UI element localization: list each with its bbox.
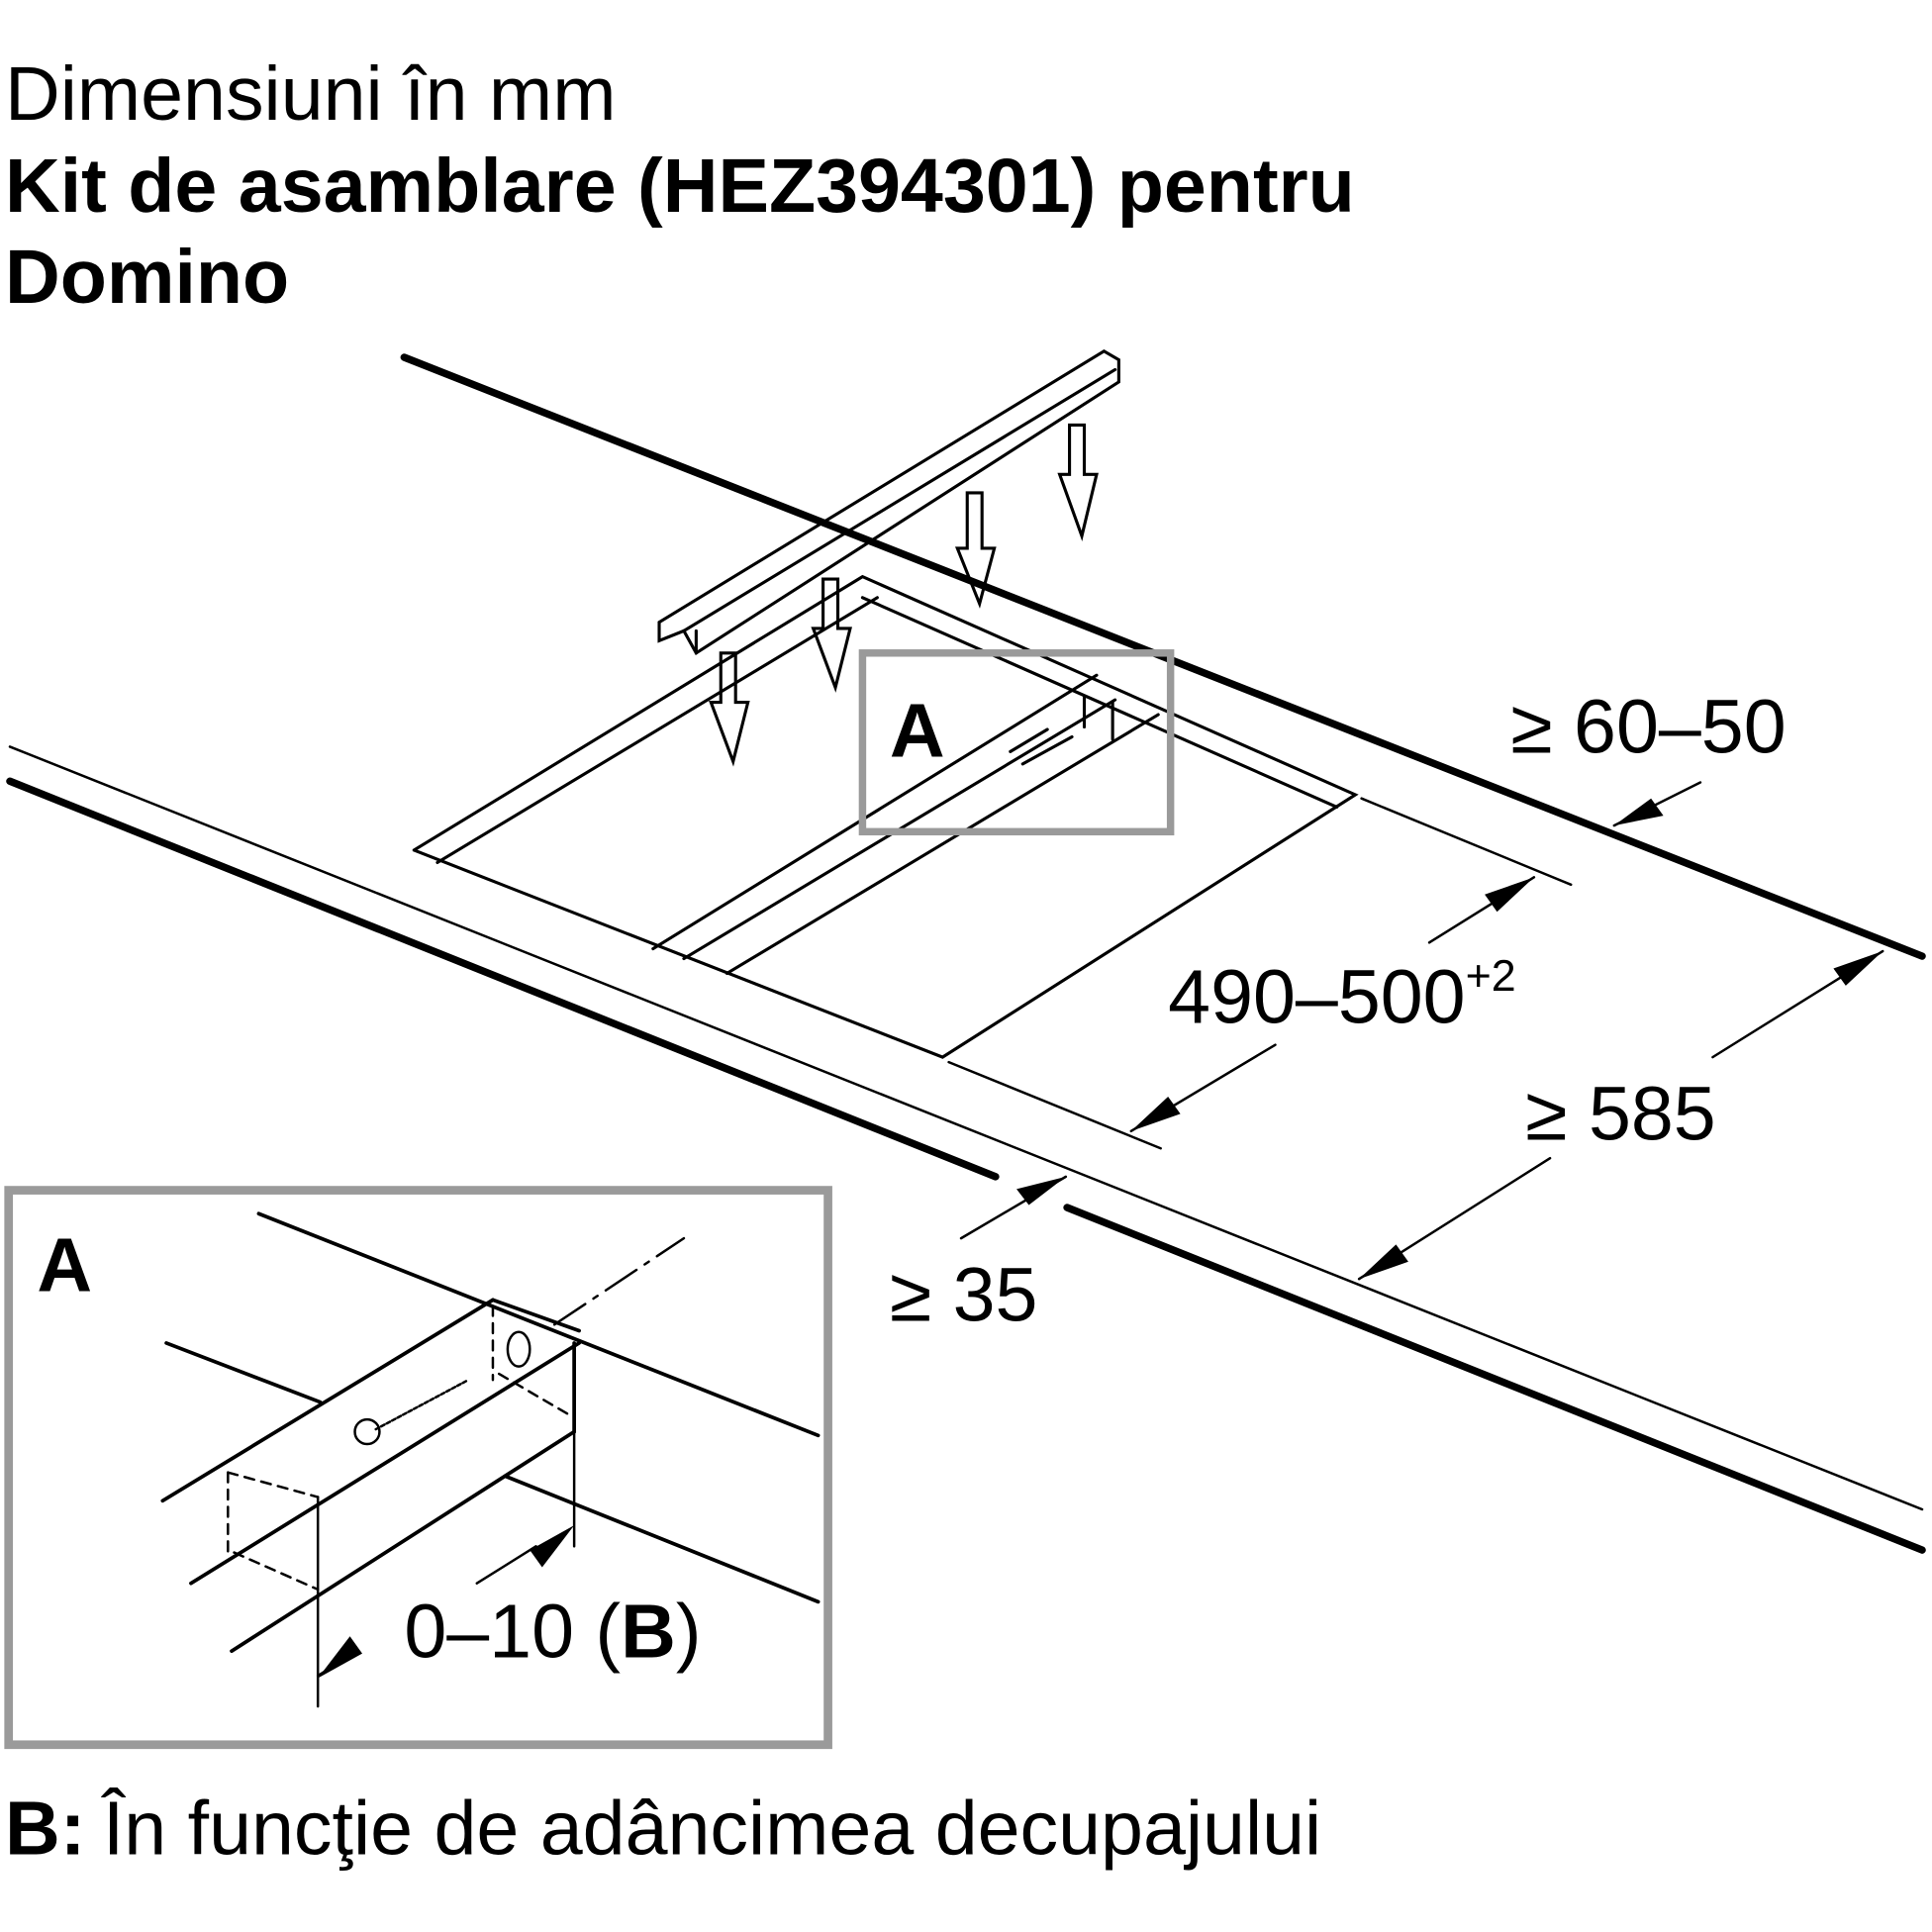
detail-marker-frame (858, 649, 1175, 836)
dimension-arrowheads (1016, 798, 1884, 1280)
insert-arrows (709, 423, 1099, 767)
offset-arrowhead-left (318, 1636, 362, 1679)
detail-inset-label: A (37, 1223, 92, 1308)
detail-marker-label: A (890, 688, 945, 773)
front-gap-dimension: ≥ 35 (890, 1253, 1038, 1338)
title-line-2: Domino (5, 235, 289, 320)
detail-inset-frame (4, 1186, 832, 1750)
bar-offset-dimension: 0–10 (B) (404, 1589, 701, 1674)
units-heading: Dimensiuni în mm (5, 51, 617, 137)
title-line-1: Kit de asamblare (HEZ394301) pentru (5, 144, 1355, 229)
footnote-text: În funcţie de adâncimea decupajului (101, 1787, 1321, 1872)
mounting-bar (657, 348, 1120, 656)
rear-gap-dimension: ≥ 60–50 (1510, 685, 1786, 770)
worktop-depth-dimension: ≥ 585 (1525, 1072, 1716, 1157)
screw-icon (359, 1424, 375, 1440)
footnote-key: B: (5, 1787, 85, 1872)
detail-drawing (160, 1211, 821, 1708)
offset-arrowhead-right (530, 1525, 575, 1568)
cutout-depth-dimension: 490–500+2 (1168, 951, 1516, 1039)
tolerance-superscript: +2 (1466, 951, 1516, 1001)
footnote: B:În funcţie de adâncimea decupajului (5, 1787, 1321, 1872)
